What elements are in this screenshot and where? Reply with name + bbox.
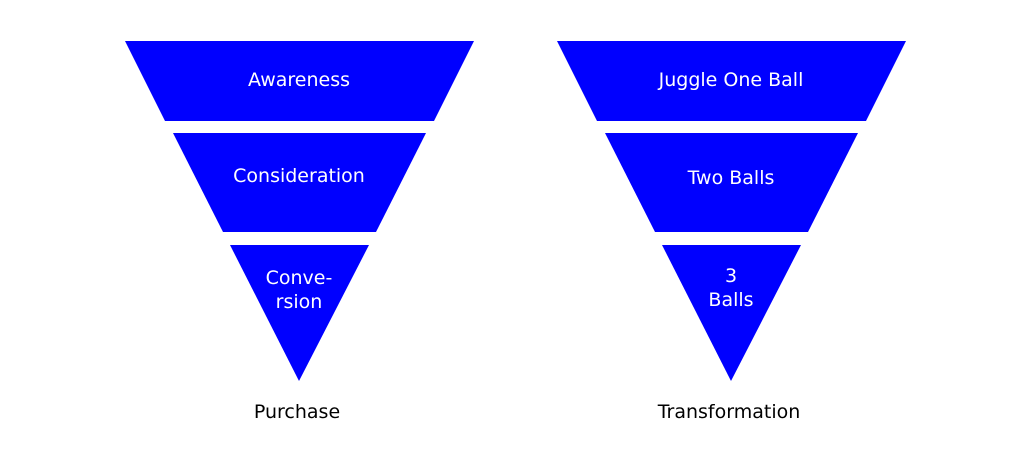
funnel-purchase-stage-awareness-label: Awareness [248, 69, 350, 91]
funnel-transformation-title: Transformation [657, 401, 801, 423]
funnel-purchase-stage-conversion-label-line1: Conve- [266, 267, 333, 289]
funnel-purchase-stage-consideration [173, 133, 426, 232]
funnel-purchase-stage-conversion [230, 245, 369, 381]
funnel-transformation-stage-three-balls [662, 245, 801, 381]
funnel-transformation-stage-juggle-one-ball [557, 41, 906, 121]
funnel-transformation-stage-three-balls-label-line1: 3 [725, 265, 737, 287]
funnel-transformation-stage-juggle-one-ball-label: Juggle One Ball [658, 69, 804, 91]
funnel-purchase-stage-awareness [125, 41, 474, 121]
funnel-purchase-title: Purchase [254, 401, 340, 423]
funnel-transformation-stage-three-balls-label-line2: Balls [708, 289, 753, 311]
funnel-transformation-stage-two-balls [605, 133, 858, 232]
funnel-purchase-stage-consideration-label: Consideration [233, 165, 365, 187]
funnel-transformation-stage-two-balls-label: Two Balls [687, 167, 775, 189]
funnel-transformation: Juggle One Ball Two Balls 3 Balls Transf… [557, 41, 906, 423]
funnel-purchase-stage-conversion-label-line2: rsion [276, 291, 323, 313]
funnel-purchase: Awareness Consideration Conve- rsion Pur… [125, 41, 474, 423]
